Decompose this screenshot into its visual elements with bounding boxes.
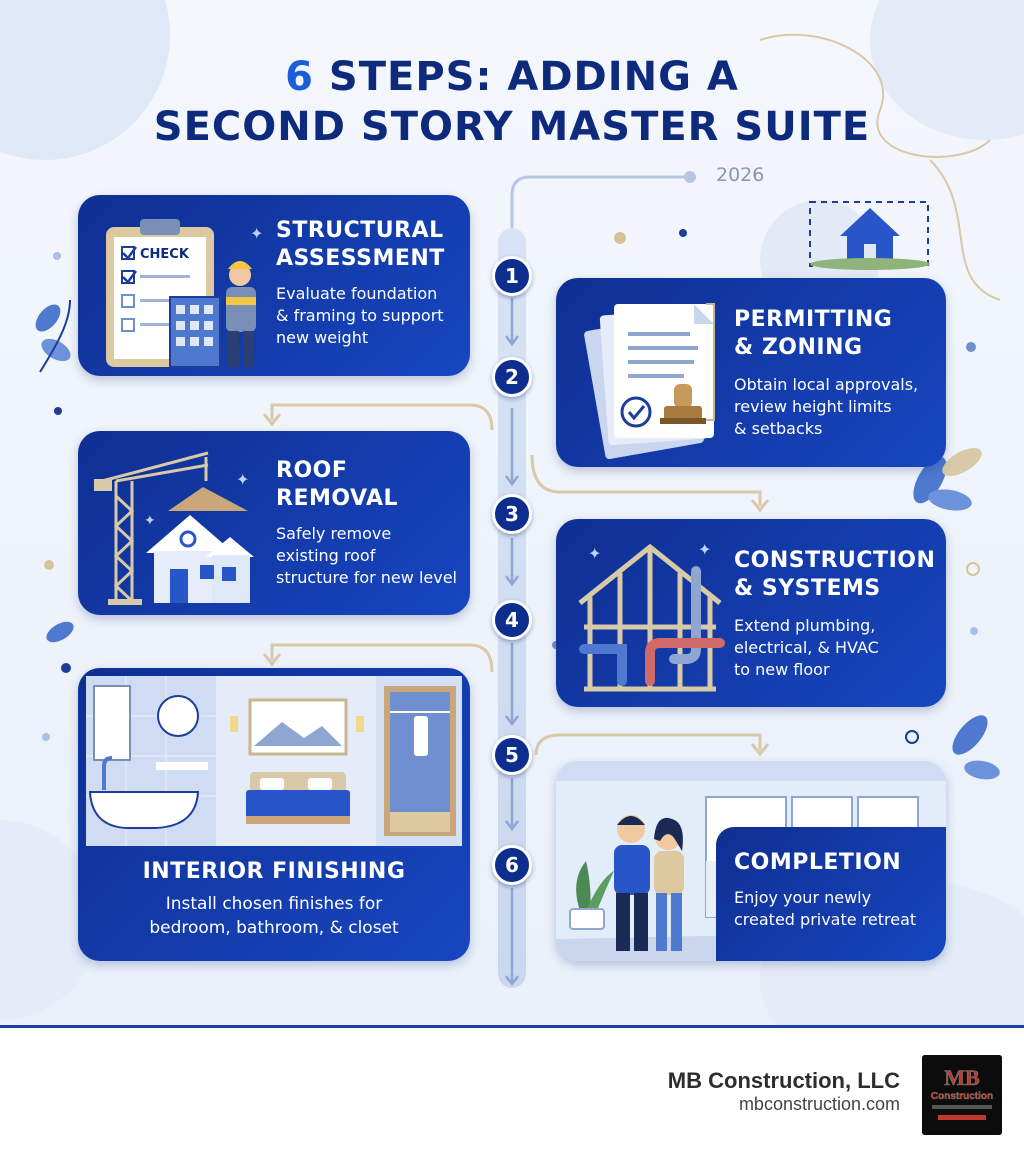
svg-text:✦: ✦ bbox=[144, 513, 156, 529]
step-desc-2-line1: Obtain local approvals, bbox=[734, 375, 919, 394]
step-title-3b: REMOVAL bbox=[276, 486, 399, 511]
step-text-5: INTERIOR FINISHING Install chosen finish… bbox=[78, 858, 470, 940]
interior-rooms-illustration bbox=[86, 676, 462, 846]
step-desc-5-line2: bedroom, bathroom, & closet bbox=[149, 918, 399, 938]
step-desc-3-line1: Safely remove bbox=[276, 524, 392, 543]
step-badge-6: 6 bbox=[492, 845, 532, 885]
step-card-1: CHECK ✦ STRUCTURAL ASSESSMENT bbox=[78, 195, 470, 376]
step-text-6: COMPLETION Enjoy your newly created priv… bbox=[734, 849, 944, 931]
step-badge-5: 5 bbox=[492, 735, 532, 775]
step-badge-2: 2 bbox=[492, 357, 532, 397]
step-text-4: CONSTRUCTION & SYSTEMS Extend plumbing, … bbox=[734, 547, 944, 681]
step-text-1: STRUCTURAL ASSESSMENT Evaluate foundatio… bbox=[276, 217, 466, 349]
page-title: 6 STEPS: ADDING A SECOND STORY MASTER SU… bbox=[0, 52, 1024, 152]
step-desc-1-line1: Evaluate foundation bbox=[276, 284, 438, 303]
infographic-canvas: 6 STEPS: ADDING A SECOND STORY MASTER SU… bbox=[0, 0, 1024, 1025]
step-title-1a: STRUCTURAL bbox=[276, 218, 444, 243]
year-label: 2026 bbox=[716, 164, 765, 186]
step-card-2: PERMITTING & ZONING Obtain local approva… bbox=[556, 278, 946, 467]
step-title-1b: ASSESSMENT bbox=[276, 246, 445, 271]
svg-text:MB: MB bbox=[944, 1065, 980, 1090]
step-desc-5-line1: Install chosen finishes for bbox=[165, 894, 383, 914]
step-title-4b: & SYSTEMS bbox=[734, 576, 881, 601]
title-line-2: SECOND STORY MASTER SUITE bbox=[153, 104, 871, 150]
permit-documents-illustration bbox=[584, 304, 714, 460]
step-desc-4-line1: Extend plumbing, bbox=[734, 616, 876, 635]
completion-panel bbox=[716, 827, 946, 961]
svg-text:✦: ✦ bbox=[250, 224, 263, 243]
step-card-4: ✦ ✦ CONSTRUCTION & SYSTEMS Extend plumbi… bbox=[556, 519, 946, 707]
step-title-4a: CONSTRUCTION bbox=[734, 548, 936, 573]
footer: MB Construction, LLC mbconstruction.com … bbox=[0, 1025, 1024, 1154]
step-desc-2-line3: & setbacks bbox=[734, 419, 823, 438]
step-title-6: COMPLETION bbox=[734, 850, 902, 875]
step-card-6: COMPLETION Enjoy your newly created priv… bbox=[556, 761, 946, 961]
company-website: mbconstruction.com bbox=[738, 1094, 900, 1114]
step-desc-6-line2: created private retreat bbox=[734, 910, 917, 929]
company-name: MB Construction, LLC bbox=[667, 1068, 900, 1093]
framing-pipes-illustration: ✦ ✦ bbox=[578, 540, 725, 692]
step-title-2a: PERMITTING bbox=[734, 307, 893, 332]
step-card-3: ✦ ✦ ROOF REMOVAL Safely remove existing … bbox=[78, 431, 470, 615]
step-desc-4-line3: to new floor bbox=[734, 660, 830, 679]
step-desc-3-line3: structure for new level bbox=[276, 568, 457, 587]
title-line-1-text: STEPS: ADDING A bbox=[314, 54, 739, 100]
step-card-5: INTERIOR FINISHING Install chosen finish… bbox=[78, 668, 470, 961]
step-desc-2-line2: review height limits bbox=[734, 397, 892, 416]
step-title-2b: & ZONING bbox=[734, 335, 863, 360]
company-logo: MB Construction bbox=[922, 1055, 1002, 1135]
step-badge-3: 3 bbox=[492, 494, 532, 534]
step-desc-6-line1: Enjoy your newly bbox=[734, 888, 872, 907]
step-desc-4-line2: electrical, & HVAC bbox=[734, 638, 879, 657]
step-title-5: INTERIOR FINISHING bbox=[142, 859, 406, 884]
clipboard-worker-illustration: CHECK ✦ bbox=[106, 219, 263, 368]
step-desc-1-line2: & framing to support bbox=[276, 306, 444, 325]
svg-text:✦: ✦ bbox=[588, 544, 601, 563]
step-text-3: ROOF REMOVAL Safely remove existing roof… bbox=[276, 457, 466, 589]
title-number: 6 bbox=[285, 54, 314, 100]
crane-house-illustration: ✦ ✦ bbox=[94, 451, 254, 605]
step-desc-3-line2: existing roof bbox=[276, 546, 376, 565]
step-desc-1-line3: new weight bbox=[276, 328, 369, 347]
timeline-arrows bbox=[505, 298, 519, 987]
step-title-3a: ROOF bbox=[276, 458, 348, 483]
title-line-1: 6 STEPS: ADDING A bbox=[0, 52, 1024, 102]
logo-mark-icon: MB Construction bbox=[922, 1055, 1002, 1135]
svg-text:✦: ✦ bbox=[236, 470, 249, 489]
svg-text:✦: ✦ bbox=[698, 540, 711, 559]
step-badge-1: 1 bbox=[492, 256, 532, 296]
step-badge-4: 4 bbox=[492, 600, 532, 640]
check-label: CHECK bbox=[140, 247, 190, 262]
bracket-icon bbox=[706, 303, 715, 421]
svg-text:Construction: Construction bbox=[931, 1091, 993, 1102]
step-text-2: PERMITTING & ZONING Obtain local approva… bbox=[734, 306, 944, 440]
